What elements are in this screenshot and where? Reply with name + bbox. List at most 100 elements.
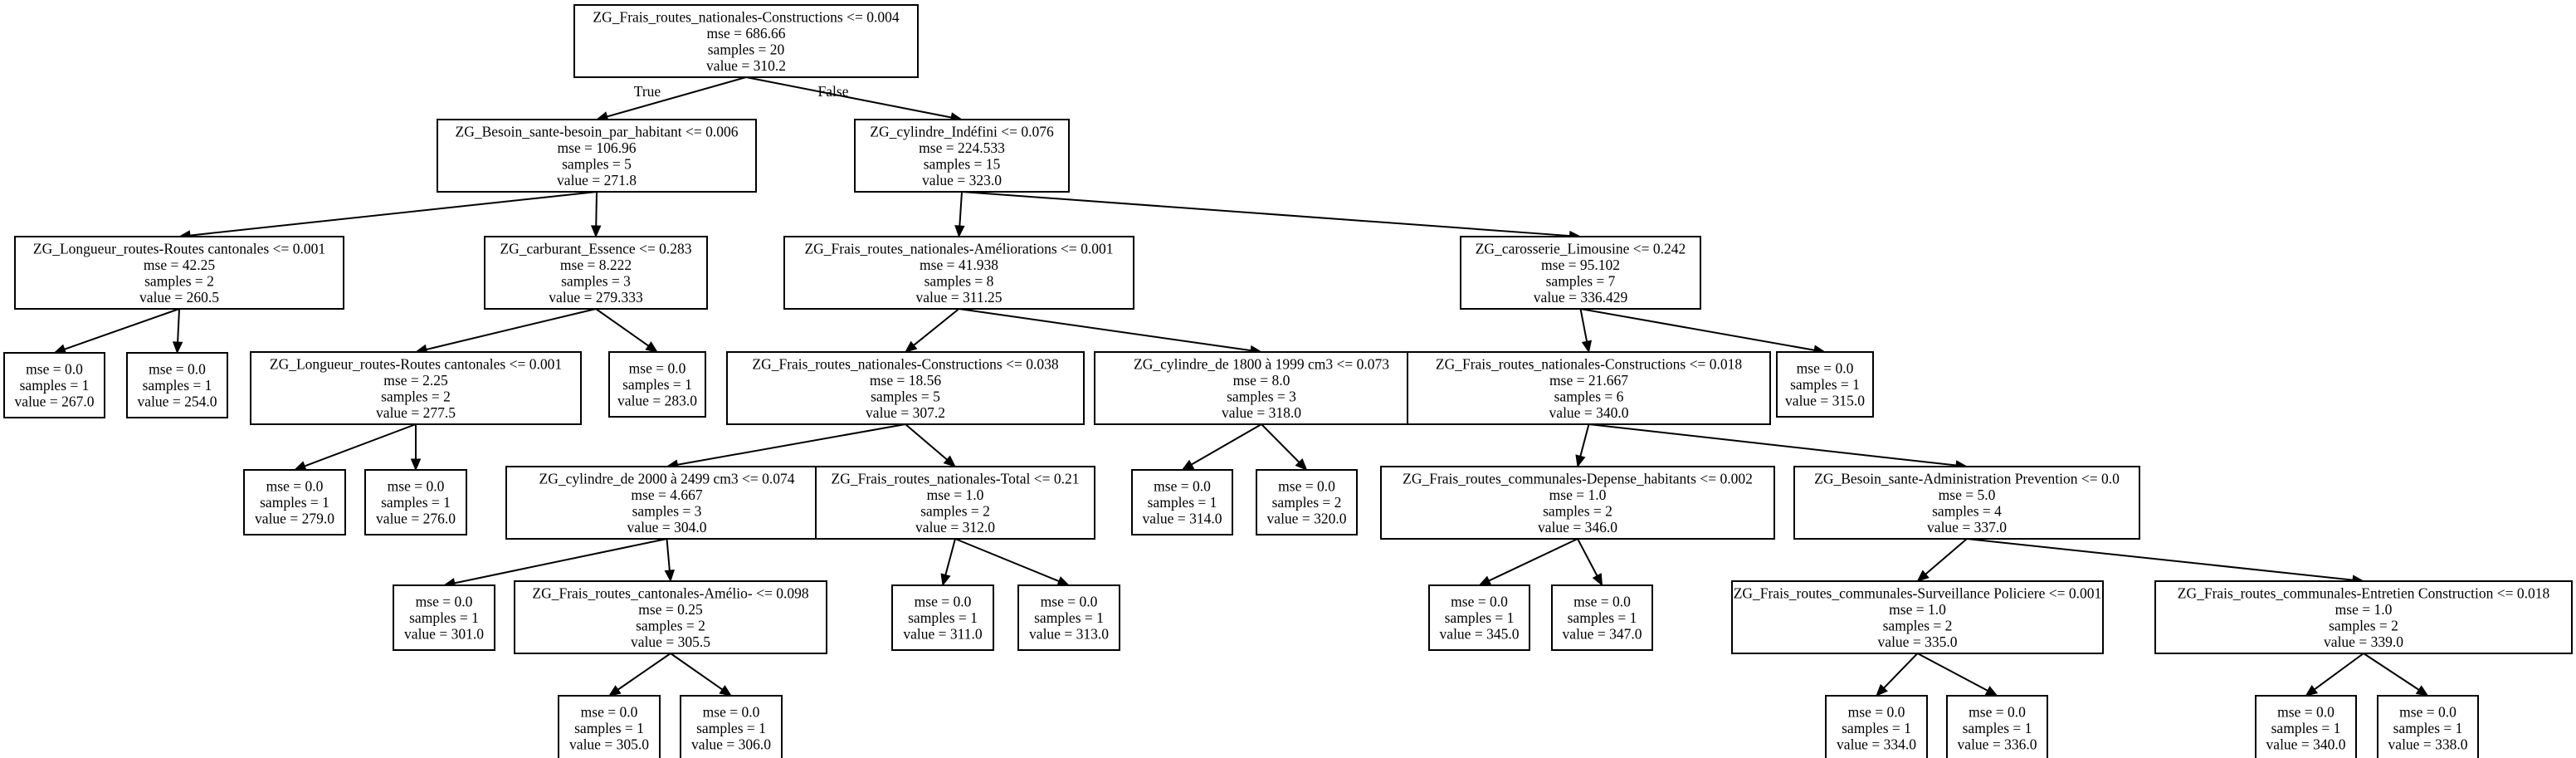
node-stat-line: mse = 21.667 xyxy=(1549,372,1628,389)
node-stat-line: mse = 0.0 xyxy=(1154,478,1211,495)
edge-arrowhead xyxy=(1581,340,1593,354)
node-stat-line: value = 283.0 xyxy=(617,393,697,409)
node-stat-line: mse = 0.0 xyxy=(1797,360,1854,377)
edge-arrowhead xyxy=(1876,683,1888,697)
node-split-condition: ZG_Frais_routes_nationales-Constructions… xyxy=(1436,355,1742,372)
node-box xyxy=(126,352,228,418)
node-stat-line: value = 301.0 xyxy=(404,626,484,643)
node-stat-line: mse = 8.0 xyxy=(1233,372,1290,389)
node-box xyxy=(250,351,582,425)
node-stat-line: samples = 1 xyxy=(2271,720,2341,736)
node-stat-line: mse = 0.0 xyxy=(388,478,445,495)
node-box xyxy=(1460,236,1701,310)
node-box xyxy=(1256,469,1358,535)
edge-line xyxy=(64,308,180,350)
node-box xyxy=(14,236,344,310)
edge-label-false: False xyxy=(818,83,849,100)
tree-node-n5: ZG_Frais_routes_nationales-Améliorations… xyxy=(783,236,1134,310)
node-stat-line: mse = 2.25 xyxy=(383,372,448,389)
node-stat-line: mse = 0.0 xyxy=(26,361,83,378)
edge-line xyxy=(1191,423,1262,466)
node-box xyxy=(505,466,828,540)
edge-line xyxy=(1588,423,1957,467)
node-stat-line: value = 267.0 xyxy=(15,394,95,410)
edge-line xyxy=(1925,538,1968,575)
node-stat-line: value = 279.0 xyxy=(255,511,334,527)
tree-edge-n2-n5 xyxy=(954,191,965,238)
tree-nodes: ZG_Frais_routes_nationales-Constructions… xyxy=(3,4,2573,758)
node-stat-line: mse = 0.0 xyxy=(416,594,473,610)
edge-arrowhead xyxy=(719,685,733,697)
node-box xyxy=(364,469,467,535)
edge-line xyxy=(961,191,1570,237)
tree-edge-n30-n36 xyxy=(2363,653,2429,697)
tree-edge-n29-n34 xyxy=(1917,653,1998,697)
edge-arrowhead xyxy=(943,455,956,467)
tree-edge-n1-n3 xyxy=(178,191,598,241)
node-stat-line: mse = 42.25 xyxy=(144,257,215,273)
node-split-condition: ZG_carosserie_Limousine <= 0.242 xyxy=(1476,240,1686,257)
edge-arrowhead xyxy=(940,573,951,587)
node-box xyxy=(484,236,708,310)
tree-edge-n17-n24 xyxy=(664,538,676,583)
node-box xyxy=(1776,351,1874,418)
node-stat-line: samples = 2 xyxy=(1883,617,1953,633)
edge-arrowhead xyxy=(172,341,183,355)
edge-line xyxy=(944,538,956,575)
edge-line xyxy=(617,653,671,691)
node-stat-line: mse = 0.0 xyxy=(703,704,760,721)
node-stat-line: mse = 0.25 xyxy=(638,601,703,618)
tree-edge-n24-n32 xyxy=(670,653,733,697)
node-stat-line: value = 305.0 xyxy=(569,736,649,753)
node-box xyxy=(2377,695,2479,758)
edge-line xyxy=(1579,423,1590,457)
edge-label-true: True xyxy=(634,83,661,100)
edge-arrowhead xyxy=(2305,684,2319,697)
node-stat-line: samples = 3 xyxy=(561,272,631,289)
edge-arrowhead xyxy=(954,225,965,238)
node-stat-line: value = 336.429 xyxy=(1534,289,1628,306)
edge-line xyxy=(954,538,1060,583)
node-stat-line: samples = 3 xyxy=(632,502,702,519)
tree-node-n13: ZG_Frais_routes_nationales-Constructions… xyxy=(1407,351,1771,425)
node-stat-line: value = 337.0 xyxy=(1927,519,2007,535)
tree-edge-n1-n4 xyxy=(590,191,602,238)
tree-edge-n0-n2: False xyxy=(745,76,964,123)
tree-node-n17: ZG_cylindre_de 2000 à 2499 cm3 <= 0.074m… xyxy=(505,466,828,540)
node-stat-line: mse = 0.0 xyxy=(149,361,206,378)
node-stat-line: mse = 1.0 xyxy=(1549,487,1607,503)
node-stat-line: value = 314.0 xyxy=(1143,511,1222,527)
node-stat-line: value = 254.0 xyxy=(138,394,217,410)
node-stat-line: mse = 0.0 xyxy=(629,360,686,377)
node-stat-line: value = 311.25 xyxy=(916,289,1003,306)
node-stat-line: samples = 1 xyxy=(908,609,978,626)
node-stat-line: value = 305.5 xyxy=(631,633,710,650)
node-box xyxy=(1428,584,1530,651)
tree-node-n1: ZG_Besoin_sante-besoin_par_habitant <= 0… xyxy=(437,119,757,193)
node-stat-line: mse = 686.66 xyxy=(707,25,786,42)
node-box xyxy=(2154,580,2573,654)
node-stat-line: samples = 2 xyxy=(636,617,705,633)
node-stat-line: mse = 0.0 xyxy=(1573,594,1631,610)
node-stat-line: samples = 20 xyxy=(708,41,785,57)
edge-arrowhead xyxy=(1295,458,1308,471)
tree-edge-n12-n20 xyxy=(1261,423,1308,471)
node-stat-line: value = 271.8 xyxy=(557,172,637,188)
edge-line xyxy=(1577,538,1598,576)
edge-line xyxy=(905,423,948,461)
node-box xyxy=(608,351,706,418)
tree-edge-n13-n21 xyxy=(1575,423,1590,468)
node-box xyxy=(514,580,827,654)
node-box xyxy=(3,352,105,418)
node-stat-line: value = 346.0 xyxy=(1538,519,1617,535)
edge-line xyxy=(595,191,598,227)
node-split-condition: ZG_cylindre_de 1800 à 1999 cm3 <= 0.073 xyxy=(1134,355,1389,372)
node-stat-line: mse = 4.667 xyxy=(631,487,702,503)
node-stat-line: value = 339.0 xyxy=(2324,633,2403,650)
